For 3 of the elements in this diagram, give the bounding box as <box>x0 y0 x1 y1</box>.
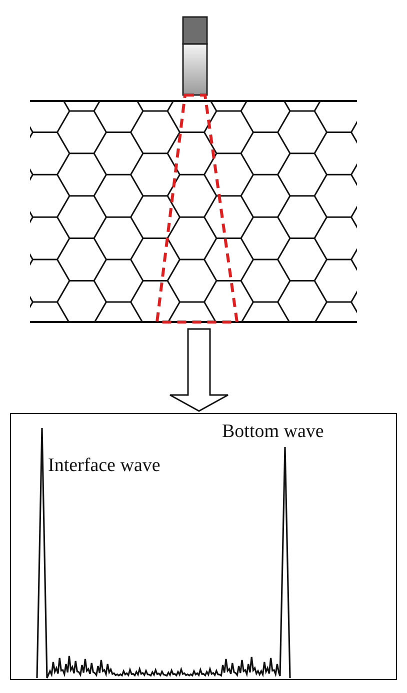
hollow-arrow <box>169 328 229 412</box>
peak-label: Interface wave <box>48 456 160 475</box>
peak-label: Bottom wave <box>222 422 324 441</box>
